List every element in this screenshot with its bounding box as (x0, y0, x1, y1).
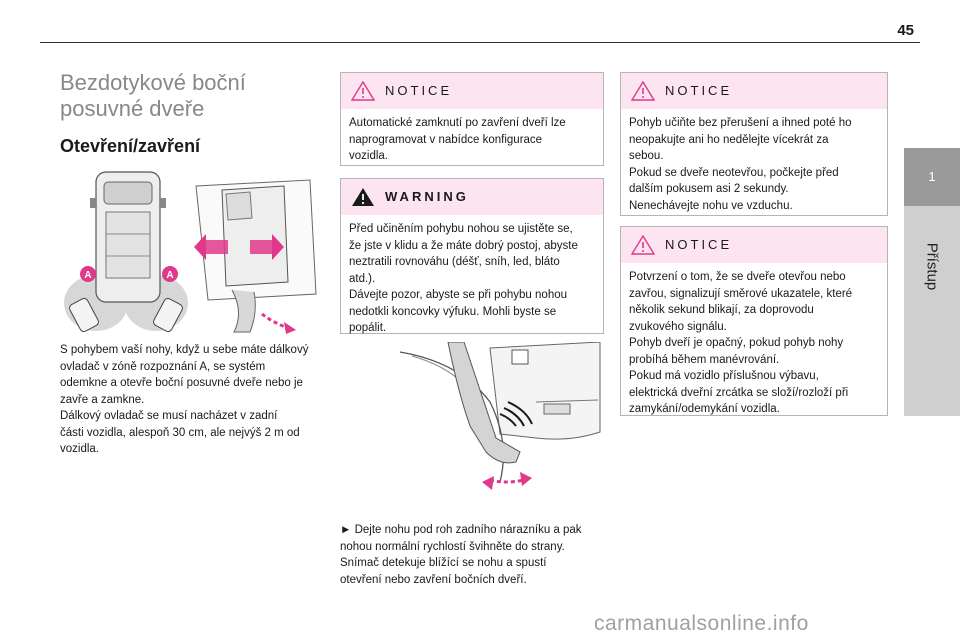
col2-line: Snímač detekuje blížící se nohu a spustí (340, 557, 547, 569)
notice-line: naprogramovat v nabídce konfigurace (349, 133, 543, 146)
notice-line: zamykání/odemykání vozidla. (629, 403, 780, 415)
col1-paragraph: S pohybem vaší nohy, když u sebe máte dá… (60, 342, 325, 458)
notice-line: dalším pokusem asi 2 sekundy. (629, 183, 789, 195)
page-number: 45 (897, 22, 914, 39)
notice-line: Pohyb dveří je opačný, pokud pohyb nohy (629, 337, 844, 349)
notice-line: zvukového signálu. (629, 320, 727, 333)
warning-triangle-icon (631, 235, 655, 255)
warning-line: neztratili rovnováhu (déšť, sníh, led, b… (349, 256, 560, 268)
notice-box-2: NOTICE Pohyb učiňte bez přerušení a ihne… (620, 72, 888, 216)
col2-line: ► Dejte nohu pod roh zadního nárazníku a… (340, 524, 582, 536)
notice-box-3: NOTICE Potvrzení o tom, že se dveře otev… (620, 226, 888, 416)
notice-line: zavřou, signalizují směrové ukazatele, k… (629, 287, 853, 300)
warning-triangle-filled-icon (352, 188, 374, 206)
sliding-door-foot-illustration (194, 179, 317, 334)
col2-line: otevření nebo zavření bočních dveří. (340, 573, 527, 586)
notice-title: NOTICE (665, 83, 733, 98)
warning-line: nedotkli koncovky výfuku. Mohli byste se (349, 305, 557, 318)
notice-line: probíhá během manévrování. (629, 353, 780, 366)
warning-title: WARNING (385, 189, 469, 204)
notice-line: Nenechávejte nohu ve vzduchu. (629, 199, 793, 212)
notice-line: sebou. (629, 150, 664, 162)
warning-line: Dávejte pozor, abyste se při pohybu noho… (349, 289, 568, 301)
zone-a-marker-left (80, 266, 96, 282)
notice-title: NOTICE (385, 83, 453, 98)
warning-body: Před učiněním pohybu nohou se ujistěte s… (341, 215, 603, 345)
col2-paragraph: ► Dejte nohu pod roh zadního nárazníku a… (340, 522, 602, 588)
warning-line: popálit. (349, 322, 387, 334)
notice-line: Pohyb učiňte bez přerušení a ihned poté … (629, 117, 852, 129)
notice-body: Potvrzení o tom, že se dveře otevřou neb… (621, 263, 887, 426)
warning-line: atd.). (349, 272, 376, 285)
warning-triangle-icon (631, 81, 655, 101)
notice-line: elektrická dveřní zrcátka se složí/rozlo… (629, 386, 849, 399)
col1-line: ovladač v zóně rozpoznání A, se systém (60, 360, 266, 373)
notice-line: Pokud se dveře neotevřou, počkejte před (629, 166, 839, 179)
header-rule (40, 42, 920, 43)
chapter-tab[interactable]: Přístup (904, 206, 960, 416)
warning-triangle-icon (351, 81, 375, 101)
section-title-line-2: posuvné dveře (60, 96, 205, 121)
watermark: carmanualsonline.info (594, 612, 809, 635)
warning-box: WARNING Před učiněním pohybu nohou se uj… (340, 178, 604, 334)
col1-line: části vozidla, alespoň 30 cm, ale nejvýš… (60, 426, 300, 439)
notice-line: Potvrzení o tom, že se dveře otevřou neb… (629, 271, 846, 283)
notice-title: NOTICE (665, 237, 733, 252)
zone-a-marker-right (162, 266, 178, 282)
section-subtitle: Otevření/zavření (60, 136, 201, 156)
notice-line: Pokud má vozidlo příslušnou výbavu, (629, 370, 819, 382)
foot-under-bumper-illustration (399, 342, 601, 490)
notice-body: Automatické zamknutí po zavření dveří lz… (341, 109, 603, 173)
warning-header: WARNING (341, 179, 603, 215)
notice-header: NOTICE (621, 227, 887, 263)
van-detection-zone-illustration: A A (64, 171, 188, 333)
col1-line: Dálkový ovladač se musí nacházet v zadní (60, 410, 278, 422)
zone-a-label-left: A (84, 270, 91, 281)
section-title: Bezdotykové boční posuvné dveře (60, 70, 320, 122)
notice-box-1: NOTICE Automatické zamknutí po zavření d… (340, 72, 604, 166)
notice-line: vozidla. (349, 150, 388, 162)
notice-line: neopakujte ani ho nedělejte vícekrát za (629, 133, 829, 146)
col2-line: nohou normální rychlostí švihněte do str… (340, 540, 565, 553)
notice-line: Automatické zamknutí po zavření dveří lz… (349, 117, 566, 129)
col1-line: odemkne a otevře boční posuvné dveře neb… (60, 377, 303, 389)
section-title-line-1: Bezdotykové boční (60, 70, 246, 95)
zone-a-label-right: A (166, 270, 173, 281)
notice-header: NOTICE (621, 73, 887, 109)
notice-body: Pohyb učiňte bez přerušení a ihned poté … (621, 109, 887, 222)
chapter-tab-label: Přístup (923, 242, 941, 291)
col1-line: S pohybem vaší nohy, když u sebe máte dá… (60, 344, 309, 356)
col1-line: vozidla. (60, 443, 99, 455)
notice-header: NOTICE (341, 73, 603, 109)
warning-line: Před učiněním pohybu nohou se ujistěte s… (349, 223, 573, 235)
warning-line: že jste v klidu a že máte dobrý postoj, … (349, 239, 578, 252)
col1-line: zavře a zamkne. (60, 393, 145, 406)
chapter-tab-number[interactable]: 1 (904, 148, 960, 206)
notice-line: několik sekund blikají, za doprovodu (629, 304, 814, 316)
